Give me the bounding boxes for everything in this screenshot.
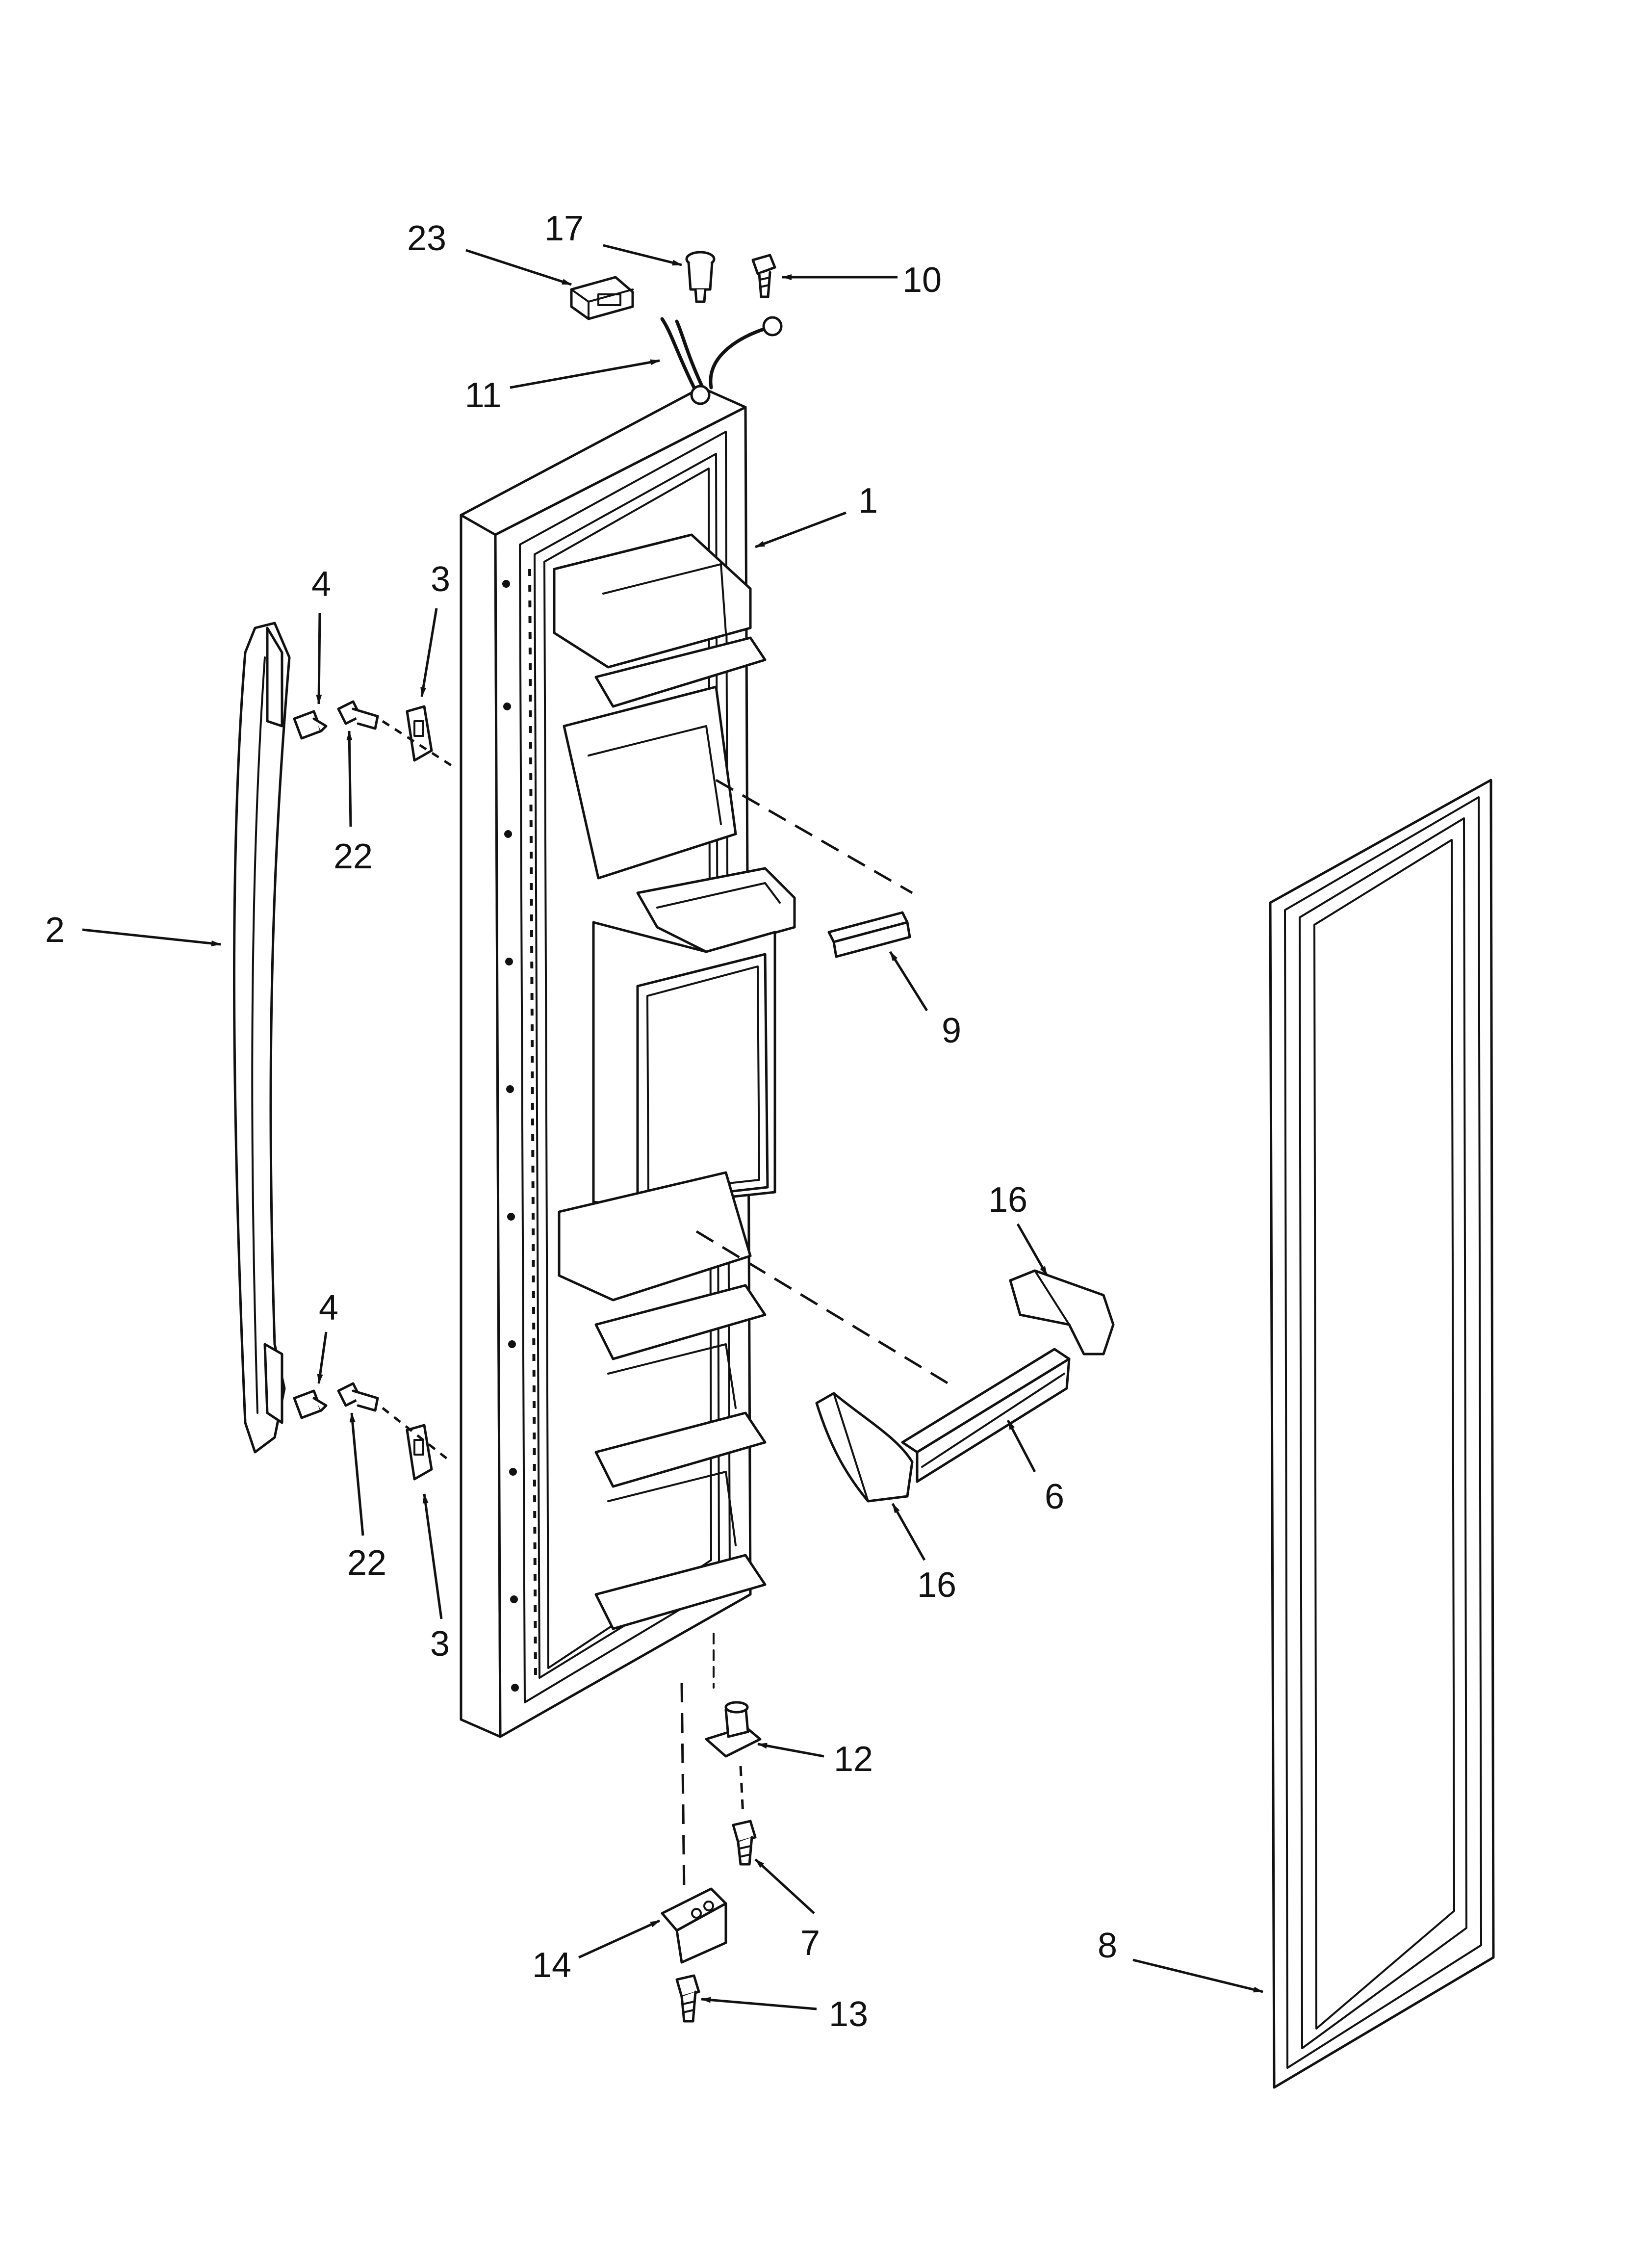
callout-1: 1 bbox=[858, 481, 878, 521]
callout-11: 11 bbox=[465, 376, 502, 415]
callout-labels: 23 17 10 11 1 4 3 22 2 9 16 4 6 16 22 3 … bbox=[45, 209, 1117, 2034]
door-handle bbox=[233, 622, 291, 1454]
grommet bbox=[685, 251, 716, 303]
callout-23: 23 bbox=[407, 219, 446, 258]
shelf-rail-6 bbox=[695, 1230, 1071, 1483]
trim-strip-9 bbox=[715, 779, 913, 958]
hinge-pin-12 bbox=[705, 1633, 762, 1758]
callout-10: 10 bbox=[902, 261, 942, 300]
callout-22-lower: 22 bbox=[347, 1543, 386, 1583]
callout-12: 12 bbox=[834, 1740, 873, 1779]
callout-3-lower: 3 bbox=[430, 1624, 450, 1664]
callout-9: 9 bbox=[942, 1011, 961, 1050]
callout-13: 13 bbox=[829, 1995, 868, 2034]
callout-3-upper: 3 bbox=[431, 560, 450, 599]
bracket-16-upper bbox=[1009, 1269, 1115, 1356]
screw-7 bbox=[732, 1766, 757, 1866]
door-gasket bbox=[1269, 779, 1495, 2089]
door-side-holes bbox=[502, 580, 519, 1692]
callout-7: 7 bbox=[800, 1924, 820, 1963]
callout-14: 14 bbox=[532, 1946, 571, 1985]
handle-screw-lower bbox=[293, 1389, 328, 1419]
leader-lines bbox=[82, 244, 1263, 2010]
connector-block bbox=[570, 276, 634, 320]
callout-6: 6 bbox=[1045, 1477, 1064, 1516]
mounting-clip-upper bbox=[382, 705, 452, 767]
callout-4-lower: 4 bbox=[319, 1288, 338, 1328]
handle-screw-upper bbox=[293, 710, 328, 740]
hinge-bracket-14 bbox=[661, 1682, 727, 1964]
mounting-clip-lower bbox=[382, 1407, 452, 1481]
callout-16-lower: 16 bbox=[917, 1565, 956, 1605]
screw-13 bbox=[675, 1974, 700, 2023]
door-assembly bbox=[460, 316, 796, 1738]
callout-8: 8 bbox=[1098, 1926, 1117, 1965]
callout-17: 17 bbox=[544, 209, 584, 248]
mount-stud-lower bbox=[337, 1382, 379, 1412]
mount-stud-upper bbox=[337, 700, 379, 730]
wire-harness bbox=[660, 316, 783, 405]
bracket-16-lower bbox=[815, 1392, 914, 1503]
callout-22-upper: 22 bbox=[334, 837, 373, 876]
callout-2: 2 bbox=[45, 911, 65, 950]
screw-10 bbox=[751, 254, 776, 298]
callout-16-upper: 16 bbox=[988, 1180, 1027, 1220]
callout-4-upper: 4 bbox=[311, 565, 331, 604]
